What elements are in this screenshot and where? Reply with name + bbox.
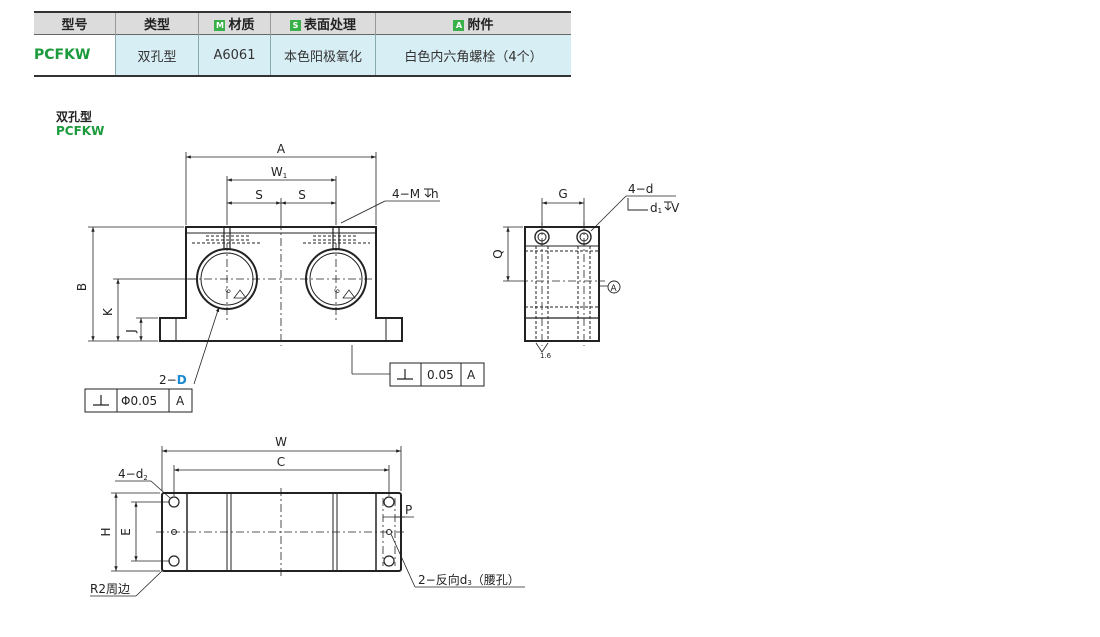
side-roughness: 1.6 — [540, 352, 552, 360]
dim-2D: 2−D — [159, 373, 187, 387]
spec-data-row: PCFKW 双孔型 A6061 本色阳极氧化 白色内六角螺栓（4个） — [34, 34, 571, 76]
cell-accessory: 白色内六角螺栓（4个） — [375, 34, 571, 76]
note-d3: 2−反向d3（腰孔） — [418, 572, 520, 587]
rough-right: 6 — [333, 287, 342, 295]
dim-P: P — [405, 503, 412, 517]
dim-K: K — [101, 307, 115, 316]
drawing-title-cn: 双孔型 — [56, 110, 93, 124]
datum-circle — [607, 280, 621, 294]
dim-C: C — [277, 455, 285, 469]
dim-J: J — [124, 329, 138, 334]
top-dimensions — [90, 446, 525, 597]
note-R2: R2周边 — [90, 582, 130, 596]
front-dimensions — [84, 152, 485, 413]
cell-model: PCFKW — [34, 34, 116, 76]
side-note-1: 4−d — [628, 182, 653, 196]
cell-surface: 本色阳极氧化 — [270, 34, 376, 76]
dim-G: G — [558, 187, 567, 201]
dim-B: B — [75, 283, 89, 291]
material-tag: M — [214, 20, 226, 31]
rough-left: 6 — [224, 287, 233, 295]
tol-right-value: 0.05 — [427, 368, 454, 382]
dim-W: W — [275, 435, 287, 449]
dim-S-right: S — [298, 188, 306, 202]
tol-right-ref: A — [467, 368, 476, 382]
surface-tag: S — [289, 20, 301, 31]
depth-symbol-icon — [424, 188, 432, 198]
side-body-outline — [524, 226, 600, 342]
drawing-title-en: PCFKW — [56, 124, 105, 138]
accessory-tag: A — [453, 20, 465, 31]
front-view: 6 6 — [159, 222, 403, 346]
dim-H: H — [99, 527, 113, 536]
header-surface-label: 表面处理 — [303, 18, 356, 33]
cell-material: A6061 — [198, 34, 271, 76]
dim-A: A — [277, 142, 286, 156]
note-d2: 4−d2 — [118, 467, 148, 482]
dim-S-left: S — [255, 188, 263, 202]
front-body-outline — [159, 226, 403, 342]
drawing-title: 双孔型 PCFKW — [56, 110, 104, 138]
side-view — [520, 222, 605, 353]
dim-W1: W1 — [271, 165, 287, 180]
depth-symbol-icon-side — [664, 201, 672, 211]
header-accessory-label: 附件 — [467, 18, 494, 33]
side-dimensions — [503, 195, 676, 294]
cell-type: 双孔型 — [115, 34, 199, 76]
header-material-label: 材质 — [228, 18, 255, 33]
top-view — [156, 488, 407, 576]
header-type: 类型 — [115, 12, 199, 35]
dim-Q: Q — [491, 249, 505, 258]
top-dimension-labels: W C 4−d2 H E P R2周边 2−反向d3（腰孔） — [90, 435, 520, 596]
dim-E: E — [119, 528, 133, 536]
datum-label: A — [611, 284, 618, 294]
header-model: 型号 — [34, 12, 116, 35]
tol-left-ref: A — [176, 394, 185, 408]
tol-left-value: Φ0.05 — [121, 394, 157, 408]
